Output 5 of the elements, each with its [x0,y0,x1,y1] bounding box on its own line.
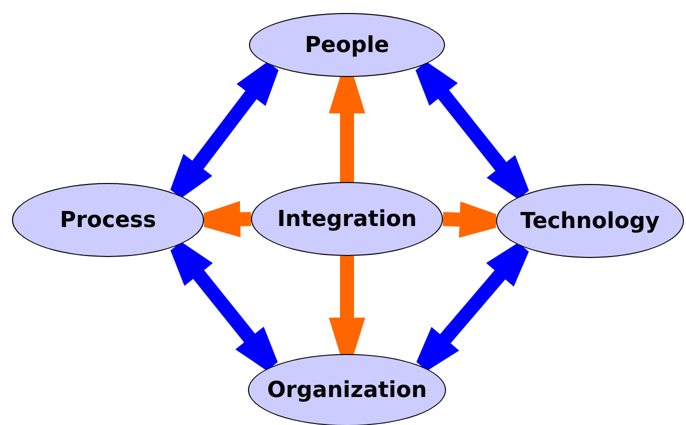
node-label: Process [60,208,156,232]
node-label: Integration [277,206,417,232]
node-label: Organization [267,378,427,402]
node-label: People [304,32,390,58]
node-label: Technology [520,208,660,234]
